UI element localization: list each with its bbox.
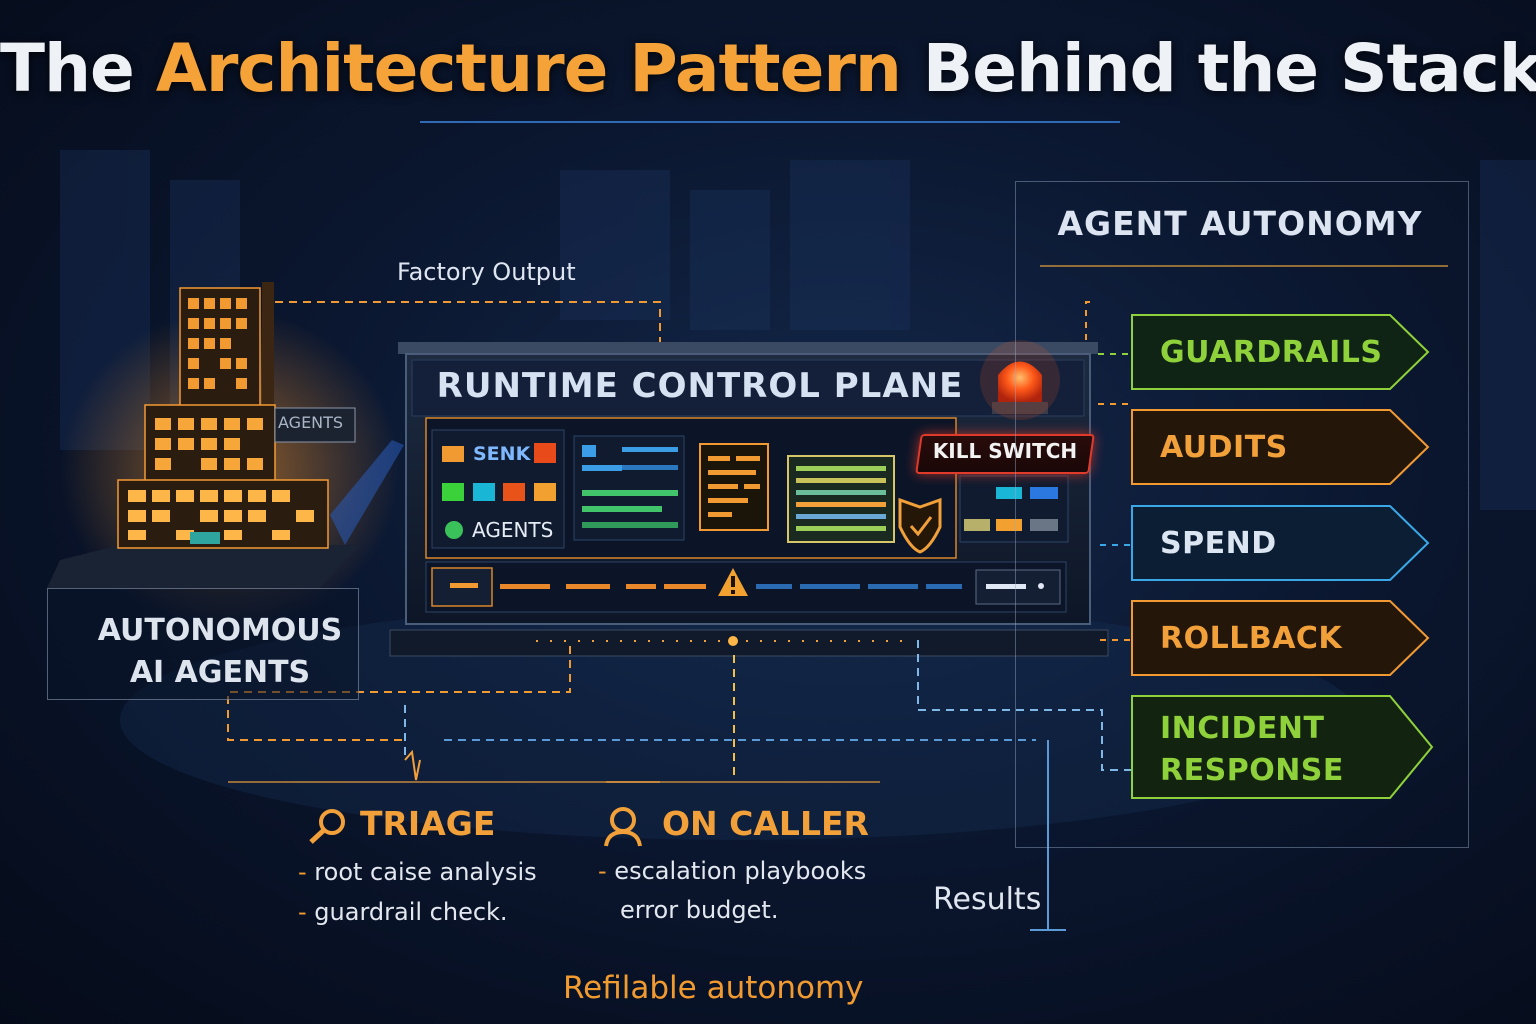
tag-incident-response: INCIDENT RESPONSE bbox=[1160, 711, 1344, 788]
on-caller-title: ON CALLER bbox=[662, 804, 869, 843]
agent-autonomy-panel bbox=[1015, 181, 1469, 848]
on-caller-bullet-1-text: escalation playbooks bbox=[614, 857, 867, 885]
control-plane-title: RUNTIME CONTROL PLANE bbox=[436, 366, 964, 406]
user-icon bbox=[604, 807, 642, 847]
triage-bullet-1: - root caise analysis bbox=[298, 858, 537, 886]
panel-label-top: SENK bbox=[473, 443, 531, 465]
title-accent: Architecture Pattern bbox=[155, 30, 902, 107]
tag-guardrails: GUARDRAILS bbox=[1160, 335, 1383, 370]
factory-output-label: Factory Output bbox=[397, 258, 576, 286]
results-label: Results bbox=[933, 882, 1042, 917]
triage-title: TRIAGE bbox=[360, 804, 496, 843]
agents-label-line-2: AI AGENTS bbox=[129, 655, 311, 690]
tag-audits: AUDITS bbox=[1160, 430, 1288, 465]
agent-autonomy-title: AGENT AUTONOMY bbox=[1057, 204, 1423, 243]
on-caller-bullet-2-text: error budget. bbox=[620, 896, 779, 924]
on-caller-bullet-2: error budget. bbox=[620, 896, 778, 924]
triage-bullet-2: - guardrail check. bbox=[298, 898, 508, 926]
tag-spend: SPEND bbox=[1160, 526, 1277, 561]
search-icon bbox=[309, 809, 345, 844]
on-caller-bullet-1: - escalation playbooks bbox=[598, 857, 867, 885]
autonomous-agents-box bbox=[47, 588, 359, 700]
triage-bullet-1-text: root caise analysis bbox=[314, 858, 537, 886]
panel-label-agents: AGENTS bbox=[472, 518, 554, 542]
building-tag: AGENTS bbox=[278, 413, 344, 432]
agents-label-line-1: AUTONOMOUS bbox=[97, 613, 343, 648]
control-plane-graphic bbox=[389, 340, 1109, 657]
autonomy-tags-graphic bbox=[1131, 314, 1434, 799]
triage-bullet-2-text: guardrail check. bbox=[314, 898, 508, 926]
title-part-2: Behind the Stack bbox=[900, 30, 1536, 107]
footer-tagline: Refilable autonomy bbox=[563, 970, 864, 1006]
tag-rollback: ROLLBACK bbox=[1160, 621, 1343, 656]
agents-building-graphic bbox=[47, 282, 404, 588]
kill-switch-label: KILL SWITCH bbox=[932, 439, 1078, 463]
autonomous-agents-label: AUTONOMOUS AI AGENTS bbox=[47, 610, 393, 694]
title-part-1: The bbox=[0, 30, 156, 107]
page-title: The Architecture Pattern Behind the Stac… bbox=[0, 30, 1536, 107]
